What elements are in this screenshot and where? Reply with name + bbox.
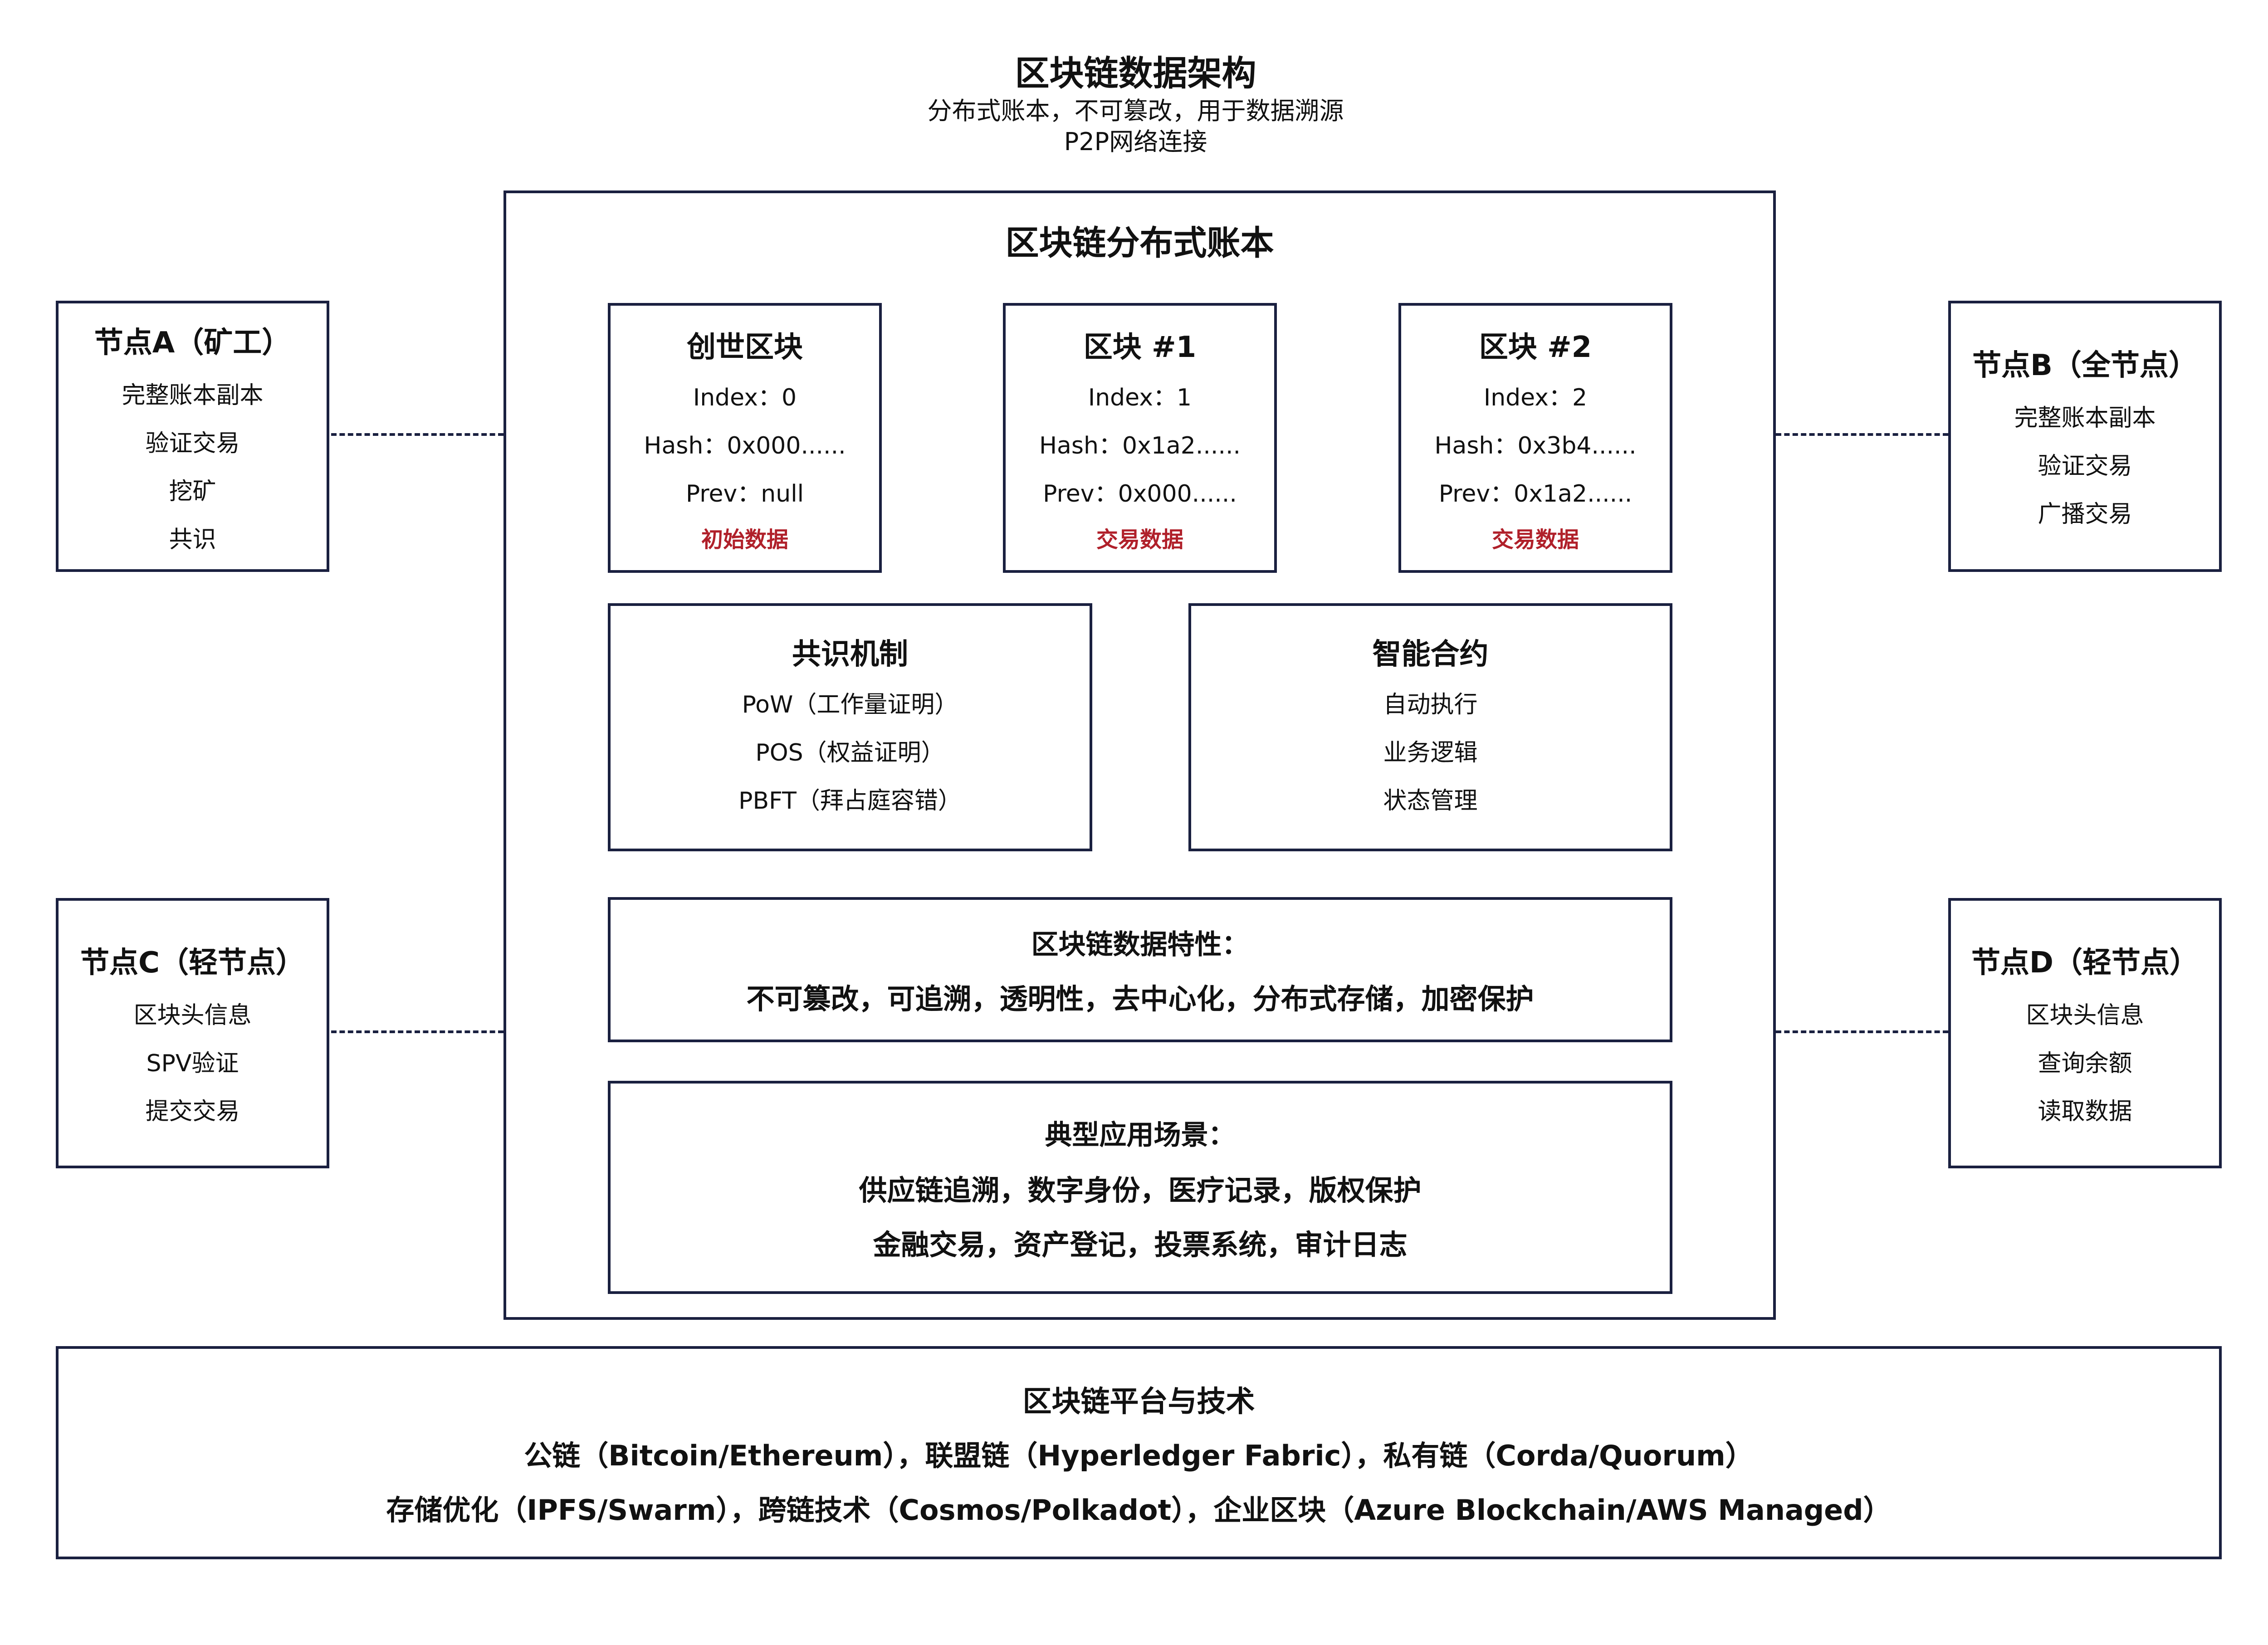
contract-item: 业务逻辑 [1383,739,1478,766]
apps-title: 典型应用场景： [1045,1119,1236,1151]
node-a-item: 挖矿 [169,478,216,505]
block-title: 区块 #1 [1083,331,1197,364]
network-note: P2P网络连接 [1064,127,1207,156]
block-2: 区块 #2 Index：2 Hash：0x3b4...... Prev：0x1a… [1398,303,1672,573]
features-title: 区块链数据特性： [1031,929,1249,961]
platform-technology: 区块链平台与技术 公链（Bitcoin/Ethereum），联盟链（Hyperl… [56,1346,2222,1559]
data-features: 区块链数据特性： 不可篡改，可追溯，透明性，去中心化，分布式存储，加密保护 [608,897,1672,1042]
node-d-title: 节点D（轻节点） [1971,946,2199,980]
block-data: 交易数据 [1096,527,1183,552]
smart-contract: 智能合约 自动执行 业务逻辑 状态管理 [1188,603,1672,851]
node-b-title: 节点B（全节点） [1972,349,2198,382]
node-c-item: SPV验证 [146,1050,239,1077]
block-1: 区块 #1 Index：1 Hash：0x1a2...... Prev：0x00… [1003,303,1277,573]
node-c-title: 节点C（轻节点） [80,946,305,980]
node-d-item: 查询余额 [2038,1050,2132,1077]
block-genesis: 创世区块 Index：0 Hash：0x000...... Prev：null … [608,303,882,573]
platform-title: 区块链平台与技术 [1022,1385,1255,1419]
connector-node-c [331,1030,503,1033]
block-index: Index：2 [1483,384,1588,411]
node-c-item: 区块头信息 [133,1002,252,1029]
block-index: Index：1 [1088,384,1192,411]
diagram-subtitle: 分布式账本，不可篡改，用于数据溯源 [927,97,1344,125]
connector-node-b [1776,433,1948,436]
platform-line: 存储优化（IPFS/Swarm），跨链技术（Cosmos/Polkadot），企… [386,1494,1892,1527]
consensus-item: PoW（工作量证明） [742,691,958,718]
node-d-item: 区块头信息 [2026,1002,2144,1029]
consensus-mechanism: 共识机制 PoW（工作量证明） POS（权益证明） PBFT（拜占庭容错） [608,603,1092,851]
node-b: 节点B（全节点） 完整账本副本 验证交易 广播交易 [1948,301,2222,572]
platform-line: 公链（Bitcoin/Ethereum），联盟链（Hyperledger Fab… [524,1439,1754,1472]
contract-item: 自动执行 [1383,691,1478,718]
node-b-item: 验证交易 [2038,453,2132,480]
block-index: Index：0 [693,384,797,411]
node-b-item: 广播交易 [2038,501,2132,528]
node-a-item: 共识 [169,526,216,553]
node-a: 节点A（矿工） 完整账本副本 验证交易 挖矿 共识 [56,301,329,572]
node-a-title: 节点A（矿工） [94,326,291,360]
contract-title: 智能合约 [1372,638,1489,671]
block-data: 交易数据 [1491,527,1579,552]
apps-line: 供应链追溯，数字身份，医疗记录，版权保护 [859,1174,1422,1207]
block-prev: Prev：0x000...... [1043,480,1237,508]
consensus-title: 共识机制 [792,638,908,671]
node-c-item: 提交交易 [145,1098,240,1125]
block-hash: Hash：0x1a2...... [1039,432,1241,459]
block-title: 区块 #2 [1479,331,1592,364]
application-scenarios: 典型应用场景： 供应链追溯，数字身份，医疗记录，版权保护 金融交易，资产登记，投… [608,1081,1672,1294]
ledger-title: 区块链分布式账本 [1005,224,1274,263]
features-text: 不可篡改，可追溯，透明性，去中心化，分布式存储，加密保护 [746,982,1534,1015]
block-hash: Hash：0x3b4...... [1434,432,1637,459]
block-data: 初始数据 [701,527,788,552]
block-prev: Prev：null [685,480,804,508]
node-c: 节点C（轻节点） 区块头信息 SPV验证 提交交易 [56,898,329,1168]
block-hash: Hash：0x000...... [644,432,846,459]
block-prev: Prev：0x1a2...... [1438,480,1633,508]
diagram-title: 区块链数据架构 [1015,53,1256,93]
consensus-item: PBFT（拜占庭容错） [738,787,962,815]
connector-node-a [331,433,503,436]
node-d-item: 读取数据 [2038,1098,2132,1125]
node-a-item: 完整账本副本 [122,382,264,409]
node-d: 节点D（轻节点） 区块头信息 查询余额 读取数据 [1948,898,2222,1168]
block-title: 创世区块 [687,331,803,364]
contract-item: 状态管理 [1383,787,1478,815]
consensus-item: POS（权益证明） [755,739,945,766]
apps-line: 金融交易，资产登记，投票系统，审计日志 [873,1228,1408,1261]
node-a-item: 验证交易 [145,430,240,457]
connector-node-d [1776,1030,1948,1033]
node-b-item: 完整账本副本 [2014,405,2156,432]
